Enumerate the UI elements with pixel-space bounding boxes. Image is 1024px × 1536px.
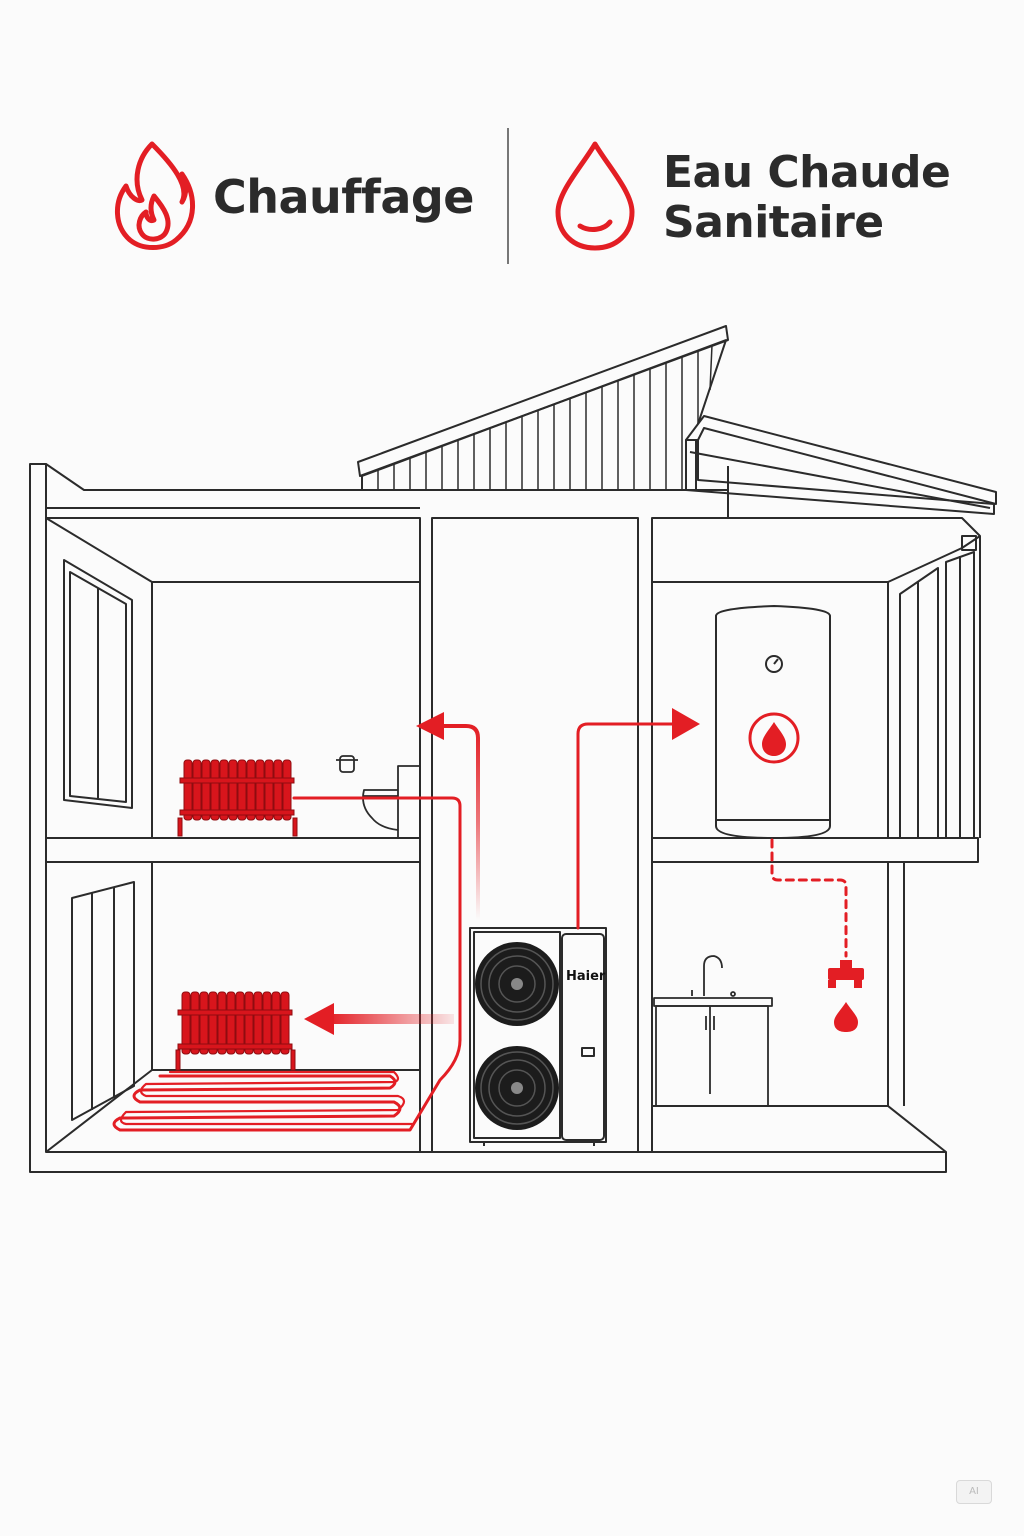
lower-left-room <box>45 861 420 1153</box>
gauge-icon <box>765 655 783 673</box>
tap-icon <box>828 960 864 988</box>
roof-right <box>685 415 997 518</box>
pipe-to-tank <box>576 722 678 930</box>
window-upper-right <box>899 567 939 839</box>
roof-left <box>357 325 729 491</box>
dhw-label-line1: Eau Chaude <box>663 147 951 198</box>
toilet <box>336 755 421 839</box>
header-divider <box>507 128 509 264</box>
heating-label: Chauffage <box>213 170 475 224</box>
tank-drop-icon <box>748 712 800 764</box>
arrow-into-tank <box>672 708 700 740</box>
house-structure <box>29 325 997 1173</box>
lower-right-room <box>652 862 947 1153</box>
upper-right-room <box>651 535 981 863</box>
window-lower-left <box>71 881 135 1121</box>
heat-pump-brand: Haier <box>566 969 606 984</box>
fan-bottom <box>475 1046 559 1130</box>
dhw-label-line2: Sanitaire <box>663 197 884 248</box>
upper-left-room <box>45 517 421 863</box>
pipe-to-tap <box>770 838 848 958</box>
water-drop-tap-icon <box>834 1002 858 1032</box>
underfloor-heating-return <box>119 1070 414 1126</box>
header: Chauffage Eau Chaude Sanitaire <box>0 0 1024 300</box>
house-diagram: Haier <box>29 325 997 1173</box>
kitchen-sink <box>653 955 773 1107</box>
fan-top <box>475 942 559 1026</box>
dhw-label: Eau Chaude Sanitaire <box>663 147 951 248</box>
arrow-lower-radiator <box>304 1003 454 1035</box>
window-upper-left <box>63 559 133 809</box>
arrow-upstairs-heating <box>416 712 480 920</box>
flame-icon <box>114 141 195 250</box>
radiator-lower <box>175 991 296 1071</box>
water-drop-icon <box>555 141 635 251</box>
ai-badge: AI <box>956 1480 992 1504</box>
radiator-upper <box>177 759 298 837</box>
pipe-upper-radiator <box>292 796 462 1042</box>
